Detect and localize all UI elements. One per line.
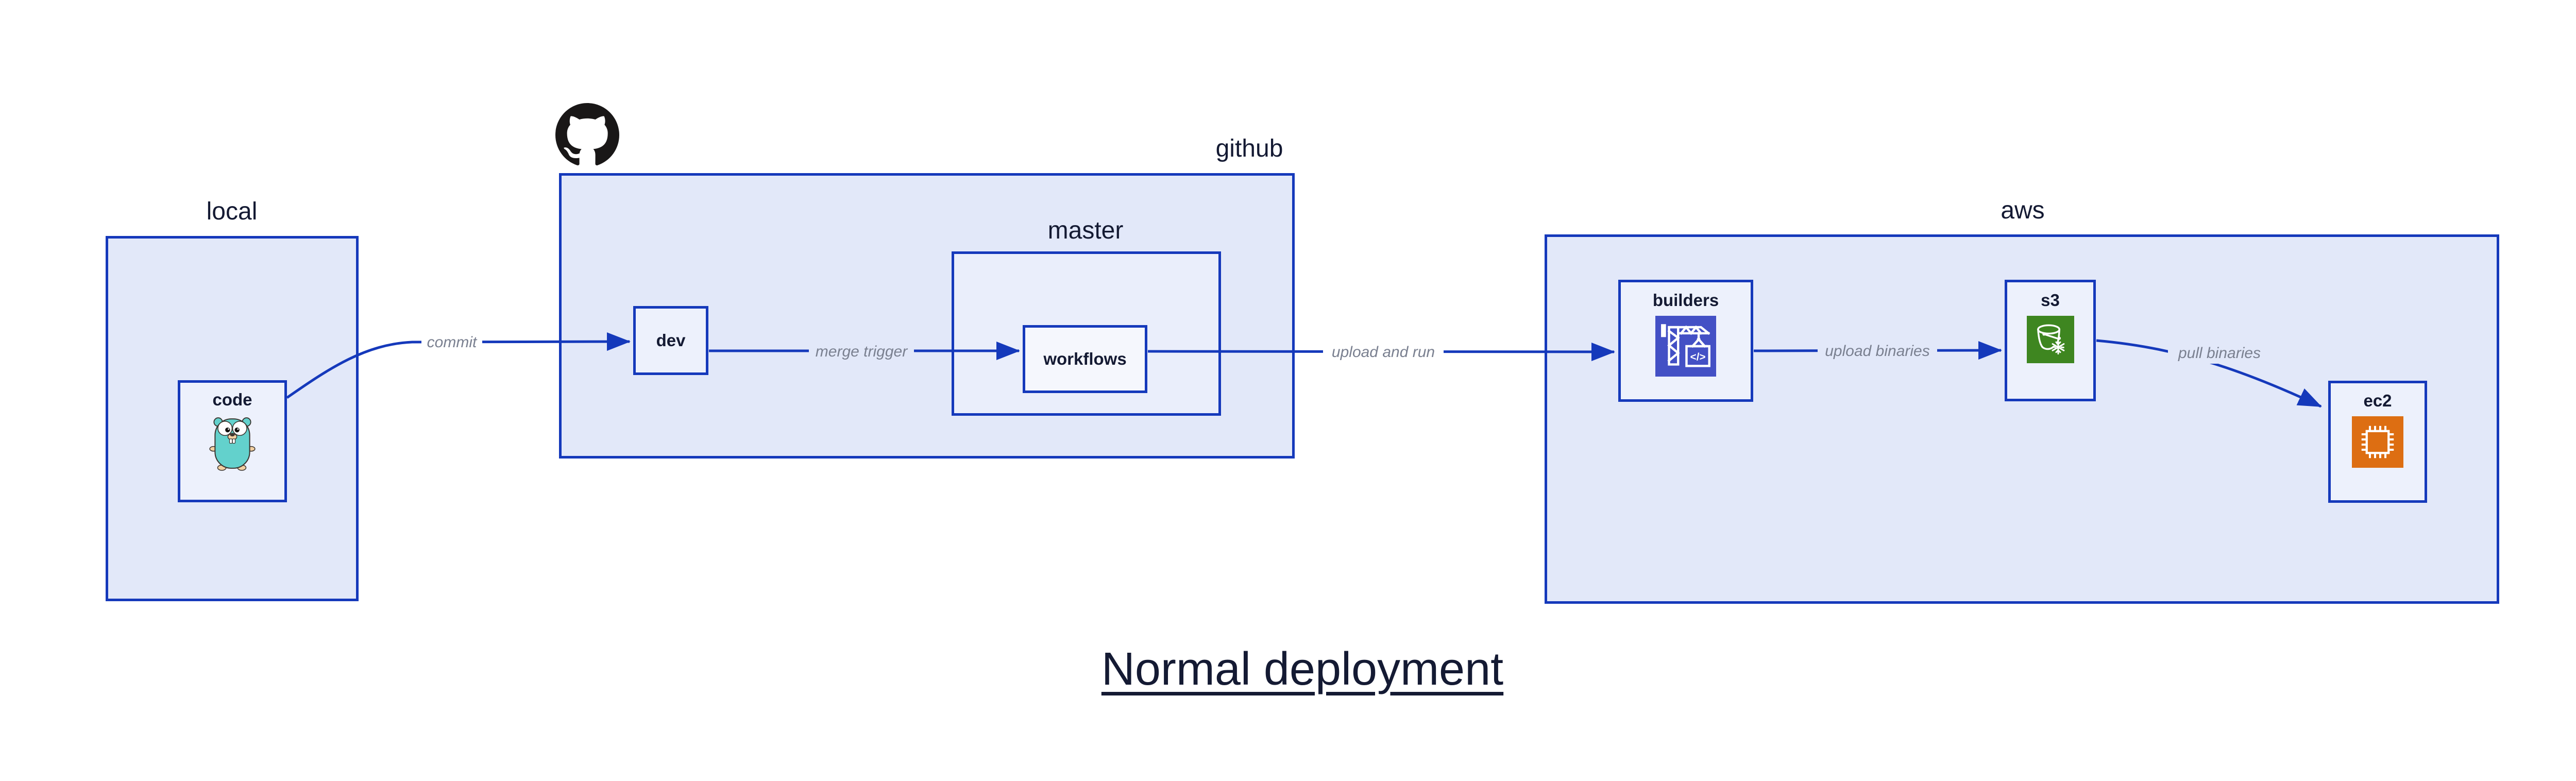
s3-glacier-bucket-icon [2026, 316, 2074, 363]
group-label-aws: aws [2001, 197, 2045, 224]
node-dev-label: dev [656, 331, 686, 350]
group-label-github: github [1215, 135, 1283, 162]
node-code: code [178, 380, 287, 502]
edge-upload-and-run-label-bg [1323, 340, 1444, 363]
node-builders-label: builders [1652, 291, 1719, 310]
codebuild-code-glyph: </> [1690, 351, 1706, 363]
github-octocat-icon [555, 103, 619, 165]
node-dev: dev [633, 306, 708, 375]
group-label-master: master [1047, 217, 1124, 244]
node-ec2-label: ec2 [2363, 391, 2392, 410]
edge-commit-label-bg [421, 330, 482, 353]
group-label-local: local [206, 198, 258, 225]
node-workflows-label: workflows [1043, 349, 1127, 368]
edge-commit-label: commit [427, 334, 478, 351]
node-ec2: ec2 [2328, 381, 2427, 503]
diagram-title: Normal deployment [1101, 643, 1504, 695]
go-gopher-icon [209, 415, 256, 471]
node-builders: builders </> [1618, 280, 1753, 402]
codebuild-crane-icon: </> [1655, 316, 1716, 377]
node-code-label: code [212, 390, 252, 409]
node-s3-label: s3 [2041, 291, 2060, 310]
node-s3: s3 [2005, 280, 2096, 401]
ec2-chip-icon [2352, 416, 2403, 468]
edge-upload-and-run-label: upload and run [1332, 344, 1435, 361]
node-workflows: workflows [1023, 325, 1147, 393]
